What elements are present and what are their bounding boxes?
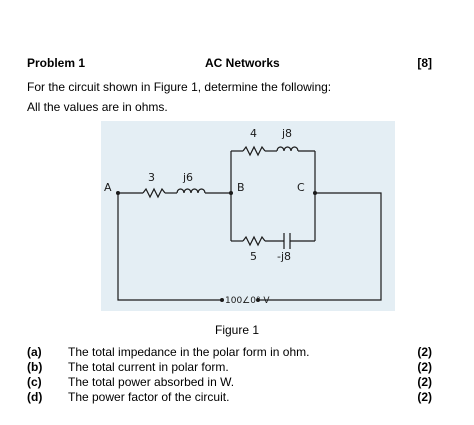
- bottom-reactance-label: -j8: [277, 250, 291, 263]
- problem-number: Problem 1: [27, 56, 86, 70]
- question-label: (d): [27, 390, 43, 404]
- problem-marks: [8]: [417, 56, 432, 70]
- problem-topic: AC Networks: [205, 56, 280, 70]
- figure-caption: Figure 1: [214, 323, 260, 337]
- question-item: (c) The total power absorbed in W. (2): [27, 375, 432, 390]
- problem-header: Problem 1 AC Networks [8]: [27, 56, 432, 72]
- top-reactance-label: j8: [281, 127, 292, 140]
- circuit-diagram: A B C 3 j6 4 j8 5 -j8 100∠0° V: [104, 127, 382, 306]
- circuit-figure: A B C 3 j6 4 j8 5 -j8 100∠0° V: [101, 121, 395, 311]
- intro-text: For the circuit shown in Figure 1, deter…: [27, 80, 332, 94]
- inductor-top: [276, 146, 299, 152]
- question-text: The total power absorbed in W.: [68, 375, 235, 389]
- resistor-top: [242, 145, 266, 157]
- question-label: (a): [27, 345, 42, 359]
- question-text: The total impedance in the polar form in…: [68, 345, 310, 359]
- wire-left: [117, 193, 221, 301]
- question-label: (b): [27, 360, 43, 374]
- question-text: The power factor of the circuit.: [68, 390, 230, 404]
- node-a-dot: [116, 191, 120, 195]
- question-label: (c): [27, 375, 42, 389]
- source-terminal-right: [256, 298, 260, 302]
- node-c-dot: [313, 191, 317, 195]
- resistor-bottom: [242, 235, 266, 247]
- node-b-dot: [229, 191, 233, 195]
- series-reactance-label: j6: [182, 171, 193, 184]
- question-item: (d) The power factor of the circuit. (2): [27, 390, 432, 405]
- source-terminal-left: [220, 298, 224, 302]
- node-b-label: B: [237, 181, 245, 194]
- question-list: (a) The total impedance in the polar for…: [27, 345, 432, 405]
- bottom-resistance-label: 5: [250, 250, 257, 263]
- question-item: (b) The total current in polar form. (2): [27, 360, 432, 375]
- question-marks: (2): [417, 345, 432, 359]
- resistor-series: [142, 187, 166, 199]
- values-note: All the values are in ohms.: [27, 100, 168, 114]
- question-marks: (2): [417, 390, 432, 404]
- wire-bottom-right: [259, 192, 382, 301]
- source-label: 100∠0° V: [225, 296, 270, 306]
- inductor-series: [176, 188, 206, 194]
- top-resistance-label: 4: [250, 127, 257, 140]
- question-marks: (2): [417, 375, 432, 389]
- node-c-label: C: [297, 181, 305, 194]
- question-marks: (2): [417, 360, 432, 374]
- question-item: (a) The total impedance in the polar for…: [27, 345, 432, 360]
- series-resistance-label: 3: [148, 171, 155, 184]
- node-a-label: A: [104, 181, 112, 194]
- question-text: The total current in polar form.: [68, 360, 229, 374]
